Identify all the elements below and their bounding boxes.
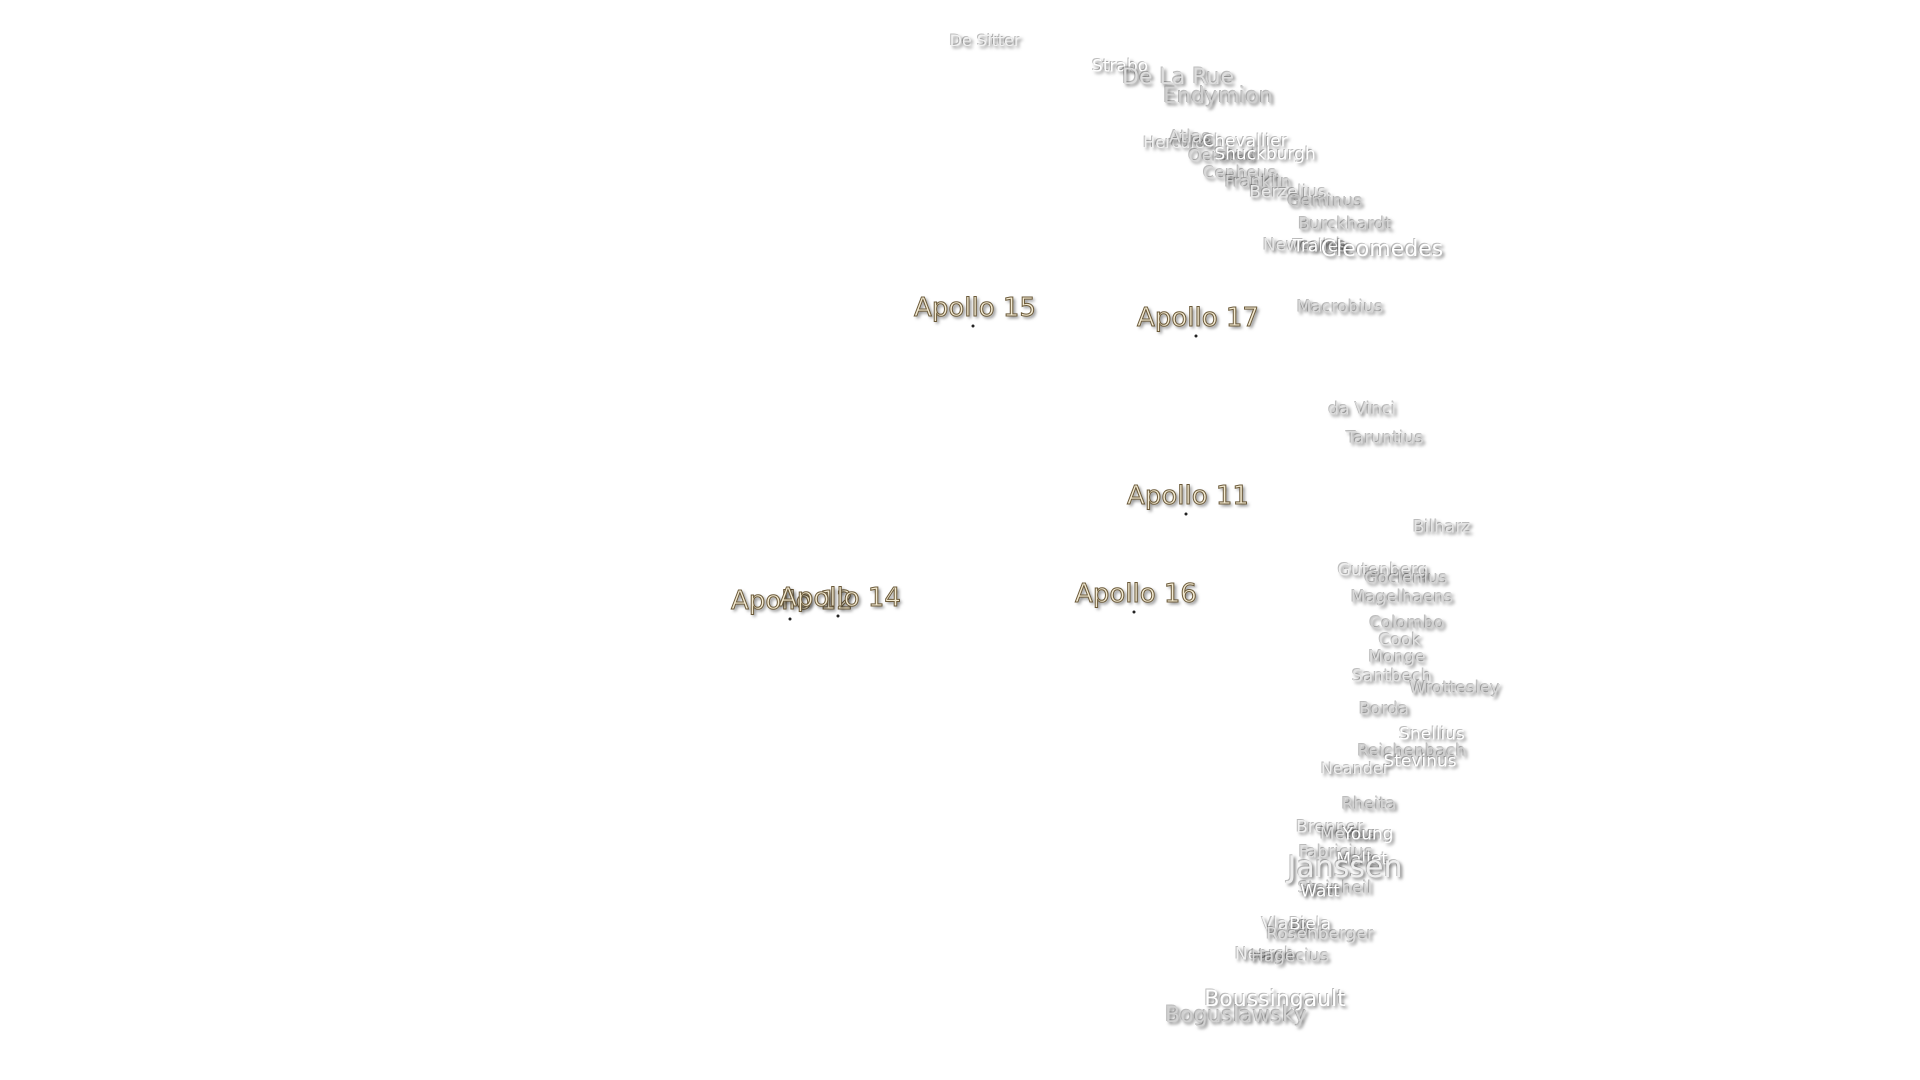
crater-label[interactable]: Biela: [1289, 914, 1331, 935]
apollo-site-label[interactable]: Apollo 17: [1137, 303, 1260, 333]
crater-label[interactable]: Cook: [1378, 630, 1422, 651]
crater-label[interactable]: Taruntius: [1346, 428, 1424, 449]
crater-label[interactable]: Franklin: [1224, 172, 1292, 193]
crater-label[interactable]: Watt: [1300, 881, 1340, 902]
crater-label[interactable]: Atlas: [1169, 127, 1211, 148]
crater-label[interactable]: Hagecius: [1250, 946, 1330, 967]
crater-label[interactable]: Chevallier: [1202, 131, 1288, 152]
crater-label[interactable]: Santbech: [1351, 666, 1433, 687]
apollo-site-label[interactable]: Apollo 14: [779, 583, 902, 613]
crater-label[interactable]: da Vinci: [1328, 399, 1396, 420]
crater-label[interactable]: Oersted: [1188, 146, 1256, 167]
landing-site-marker[interactable]: [1194, 334, 1198, 338]
crater-label[interactable]: Strabo: [1091, 56, 1149, 77]
crater-label[interactable]: Bilharz: [1412, 517, 1472, 538]
crater-label[interactable]: Metius: [1319, 824, 1377, 845]
crater-label[interactable]: Borda: [1359, 699, 1409, 720]
crater-label[interactable]: Stevinus: [1383, 751, 1457, 772]
crater-label[interactable]: Macrobius: [1296, 297, 1384, 318]
crater-label[interactable]: Vlacq: [1261, 914, 1309, 935]
crater-label[interactable]: Goclenius: [1364, 568, 1448, 589]
crater-label[interactable]: De La Rue: [1122, 65, 1234, 90]
crater-label[interactable]: De Sitter: [949, 31, 1021, 50]
landing-site-marker[interactable]: [971, 324, 975, 328]
crater-label[interactable]: Shuckburgh: [1214, 144, 1316, 165]
crater-label[interactable]: Nearch: [1234, 944, 1296, 965]
apollo-site-label[interactable]: Apollo 11: [1127, 481, 1250, 511]
crater-label[interactable]: Magelhaens: [1350, 587, 1454, 608]
crater-label[interactable]: Berzelius: [1249, 182, 1327, 203]
crater-label[interactable]: Reichenbach: [1357, 741, 1467, 762]
landing-site-marker[interactable]: [1132, 610, 1136, 614]
landing-site-marker[interactable]: [788, 617, 792, 621]
apollo-site-label[interactable]: Apollo 16: [1075, 579, 1198, 609]
landing-site-marker[interactable]: [1184, 512, 1188, 516]
crater-label[interactable]: Newcomb: [1262, 235, 1348, 256]
crater-label[interactable]: Rheita: [1341, 794, 1397, 815]
crater-label[interactable]: Mallet: [1336, 849, 1388, 870]
crater-label[interactable]: Burckhardt: [1298, 214, 1392, 235]
crater-label[interactable]: Rosenberger: [1266, 924, 1374, 945]
crater-label[interactable]: Brenner: [1296, 817, 1364, 838]
crater-label[interactable]: Monge: [1368, 647, 1426, 668]
crater-label[interactable]: Wrottesley: [1409, 678, 1501, 699]
apollo-site-label[interactable]: Apollo 12: [731, 586, 854, 616]
crater-label[interactable]: Gutenberg: [1337, 560, 1429, 581]
landing-site-marker[interactable]: [836, 614, 840, 618]
crater-label[interactable]: Boguslawsky: [1165, 1003, 1307, 1028]
apollo-site-label[interactable]: Apollo 15: [914, 293, 1037, 323]
crater-label[interactable]: Neander: [1320, 759, 1390, 778]
crater-label[interactable]: Cleomedes: [1320, 237, 1444, 262]
crater-label[interactable]: Hercules: [1143, 133, 1213, 152]
crater-label[interactable]: Janssen: [1287, 850, 1403, 885]
crater-label[interactable]: Snellius: [1399, 724, 1465, 745]
crater-label[interactable]: Fabricius: [1298, 842, 1374, 863]
crater-label[interactable]: Steinheil: [1297, 878, 1373, 899]
crater-label[interactable]: Young: [1342, 824, 1394, 845]
crater-label[interactable]: Endymion: [1163, 84, 1273, 109]
crater-label[interactable]: Cepheus: [1203, 163, 1277, 184]
crater-label[interactable]: Tralles: [1292, 236, 1348, 257]
crater-label[interactable]: Colombo: [1369, 613, 1445, 634]
crater-label[interactable]: Boussingault: [1204, 987, 1346, 1012]
crater-label[interactable]: Geminus: [1287, 191, 1363, 212]
